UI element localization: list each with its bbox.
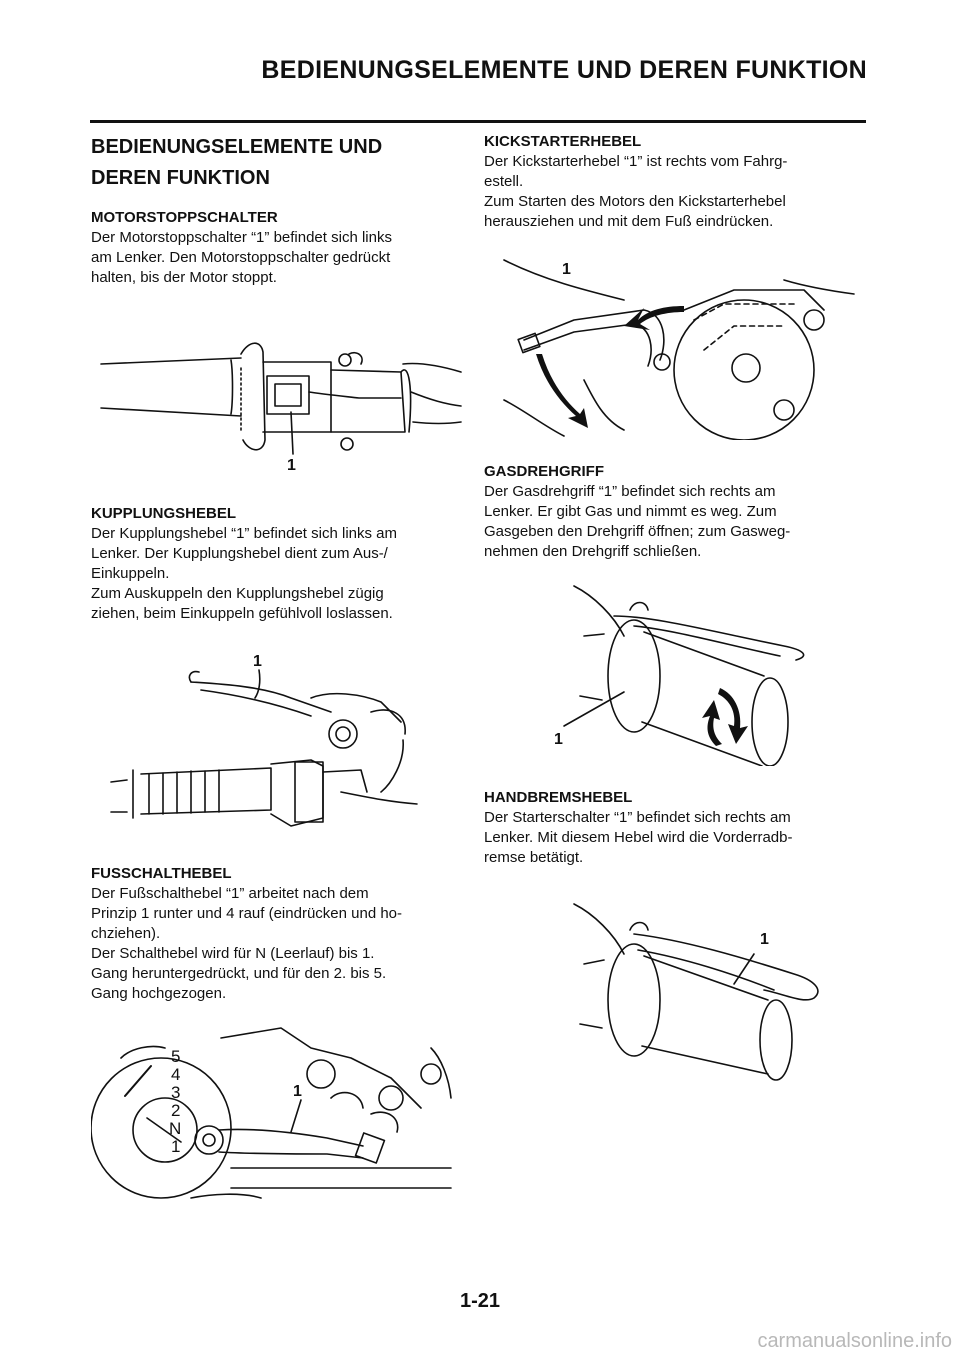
body-line: herausziehen und mit dem Fuß eindrücken. [484, 213, 774, 230]
illustration-callout-label: 1 [287, 457, 296, 472]
body-line: halten, bis der Motor stoppt. [91, 269, 277, 286]
illustration-callout-label: 1 [293, 1083, 302, 1100]
throttle-grip-illustration: 1 [484, 576, 856, 766]
section-heading: FUSSCHALTHEBEL [91, 865, 232, 882]
clutch-lever-illustration: 1 [91, 642, 463, 832]
body-line: Der Kickstarterhebel “1” ist rechts vom … [484, 153, 788, 170]
body-line: Gang heruntergedrückt, und für den 2. bi… [91, 965, 387, 982]
body-line: Der Fußschalthebel “1” arbeitet nach dem [91, 885, 369, 902]
body-line: Der Kupplungshebel “1” befindet sich lin… [91, 525, 397, 542]
body-line: Prinzip 1 runter und 4 rauf (eindrücken … [91, 905, 403, 922]
body-line: Der Starterschalter “1” befindet sich re… [484, 809, 791, 826]
body-line: Gang hochgezogen. [91, 985, 227, 1002]
main-title-line-2: DEREN FUNKTION [91, 167, 270, 189]
header-rule [90, 120, 866, 123]
section-motorstoppschalter: MOTORSTOPPSCHALTER Der Motorstoppschalte… [91, 208, 463, 288]
gear-label: N [169, 1119, 181, 1138]
section-heading: KUPPLUNGSHEBEL [91, 505, 237, 522]
main-title: BEDIENUNGSELEMENTE UND DEREN FUNKTION [91, 132, 463, 194]
page-number: 1-21 [459, 1290, 501, 1312]
section-heading: GASDREHGRIFF [484, 463, 604, 480]
body-line: Zum Starten des Motors den Kickstarterhe… [484, 193, 786, 210]
body-line: nehmen den Drehgriff schließen. [484, 543, 702, 560]
section-fussschalthebel: FUSSCHALTHEBEL Der Fußschalthebel “1” ar… [91, 864, 463, 1004]
shift-pedal-illustration: 5 4 3 2 N 1 1 [91, 1018, 463, 1208]
watermark: carmanualsonline.info [757, 1330, 952, 1352]
section-kupplungshebel: KUPPLUNGSHEBEL Der Kupplungshebel “1” be… [91, 504, 463, 624]
gear-label: 1 [171, 1137, 180, 1156]
gear-label: 4 [171, 1065, 180, 1084]
illustration-callout-label: 1 [253, 653, 262, 670]
gear-label: 2 [171, 1101, 180, 1120]
right-column: KICKSTARTERHEBEL Der Kickstarterhebel “1… [484, 132, 856, 1084]
section-kickstarterhebel: KICKSTARTERHEBEL Der Kickstarterhebel “1… [484, 132, 856, 232]
body-line: Gasgeben den Drehgriff öffnen; zum Gaswe… [484, 523, 791, 540]
gear-label: 5 [171, 1047, 180, 1066]
main-title-line-1: BEDIENUNGSELEMENTE UND [91, 136, 383, 158]
body-line: ziehen, beim Einkuppeln gefühlvoll losla… [91, 605, 393, 622]
illustration-callout-label: 1 [554, 731, 563, 748]
body-line: Lenker. Er gibt Gas und nimmt es weg. Zu… [484, 503, 777, 520]
running-header: BEDIENUNGSELEMENTE UND DEREN FUNKTION [261, 56, 867, 84]
illustration-callout-label: 1 [760, 931, 769, 948]
body-line: Der Gasdrehgriff “1” befindet sich recht… [484, 483, 776, 500]
section-heading: HANDBREMSHEBEL [484, 789, 633, 806]
body-line: chziehen). [91, 925, 161, 942]
section-gasdrehgriff: GASDREHGRIFF Der Gasdrehgriff “1” befind… [484, 462, 856, 562]
body-line: am Lenker. Den Motorstoppschalter gedrüc… [91, 249, 391, 266]
gear-label: 3 [171, 1083, 180, 1102]
engine-stop-switch-illustration: 1 [91, 332, 463, 472]
body-line: Einkuppeln. [91, 565, 170, 582]
body-line: remse betätigt. [484, 849, 584, 866]
body-line: Zum Auskuppeln den Kupplungshebel zügig [91, 585, 384, 602]
hand-brake-lever-illustration: 1 [484, 894, 856, 1084]
body-line: Der Schalthebel wird für N (Leerlauf) bi… [91, 945, 375, 962]
left-column: BEDIENUNGSELEMENTE UND DEREN FUNKTION MO… [91, 132, 463, 1208]
kickstarter-illustration: 1 [484, 250, 856, 440]
body-line: Lenker. Mit diesem Hebel wird die Vorder… [484, 829, 793, 846]
section-heading: MOTORSTOPPSCHALTER [91, 209, 278, 226]
section-heading: KICKSTARTERHEBEL [484, 133, 642, 150]
body-line: Lenker. Der Kupplungshebel dient zum Aus… [91, 545, 388, 562]
illustration-callout-label: 1 [562, 261, 571, 278]
body-line: estell. [484, 173, 524, 190]
body-line: Der Motorstoppschalter “1” befindet sich… [91, 229, 392, 246]
section-handbremshebel: HANDBREMSHEBEL Der Starterschalter “1” b… [484, 788, 856, 868]
